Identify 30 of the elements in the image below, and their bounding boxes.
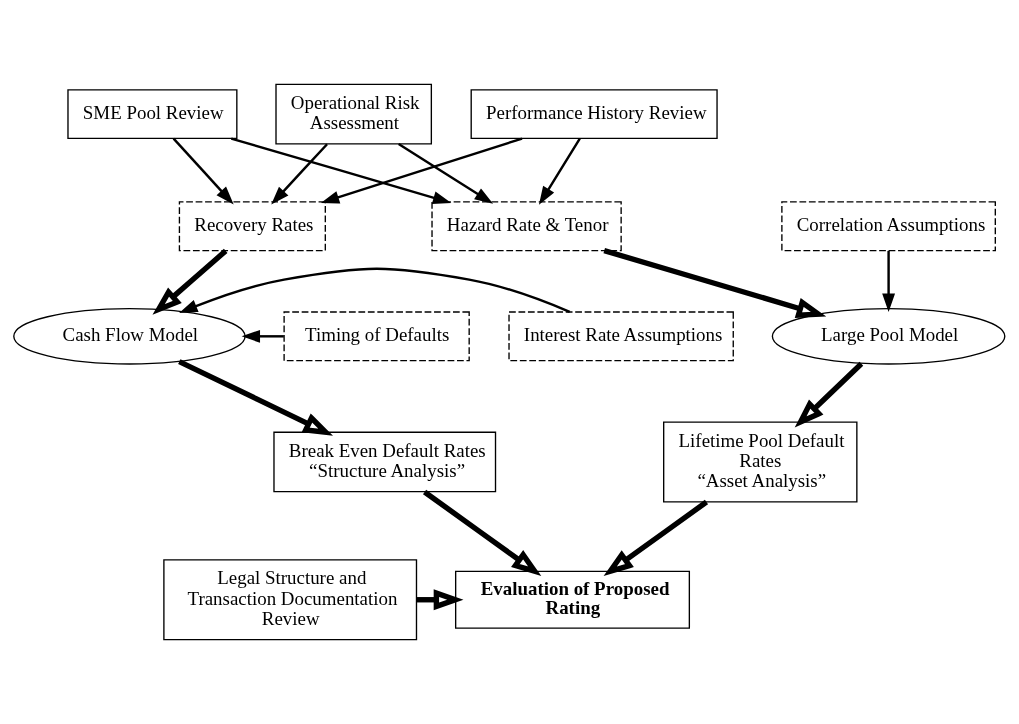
arrow	[178, 359, 333, 436]
node-box: Performance History Review	[470, 89, 718, 140]
node-box: Timing of Defaults	[283, 311, 470, 362]
node-box: Lifetime Pool Default Rates “Asset Analysis”	[663, 421, 858, 503]
arrow	[794, 361, 864, 428]
arrow	[603, 248, 827, 318]
node-box: Evaluation of Proposed Rating	[455, 570, 691, 629]
arrow	[417, 589, 464, 611]
node-box: Legal Structure and Transaction Documentation Review	[163, 559, 418, 641]
node-box: Correlation Assumptions	[781, 201, 996, 252]
arrow	[423, 489, 542, 576]
arrow	[538, 138, 581, 205]
arrow	[152, 248, 228, 315]
arrow	[230, 137, 452, 204]
node-box: Interest Rate Assumptions	[508, 311, 734, 362]
arrow	[172, 137, 234, 205]
node-box: Hazard Rate & Tenor	[431, 201, 622, 252]
node-ellipse: Large Pool Model	[771, 307, 1006, 365]
arrow	[320, 137, 523, 204]
node-box: Recovery Rates	[178, 201, 326, 252]
arrow	[603, 499, 709, 577]
arrow	[882, 250, 896, 312]
arrow	[271, 143, 328, 205]
node-box: SME Pool Review	[67, 89, 238, 140]
node-box: Operational Risk Assessment	[275, 83, 433, 145]
arrow	[241, 329, 284, 343]
arrow	[179, 267, 571, 313]
arrow	[398, 142, 494, 204]
node-box: Break Even Default Rates “Structure Analysis”	[273, 431, 497, 493]
node-ellipse: Cash Flow Model	[13, 307, 246, 365]
